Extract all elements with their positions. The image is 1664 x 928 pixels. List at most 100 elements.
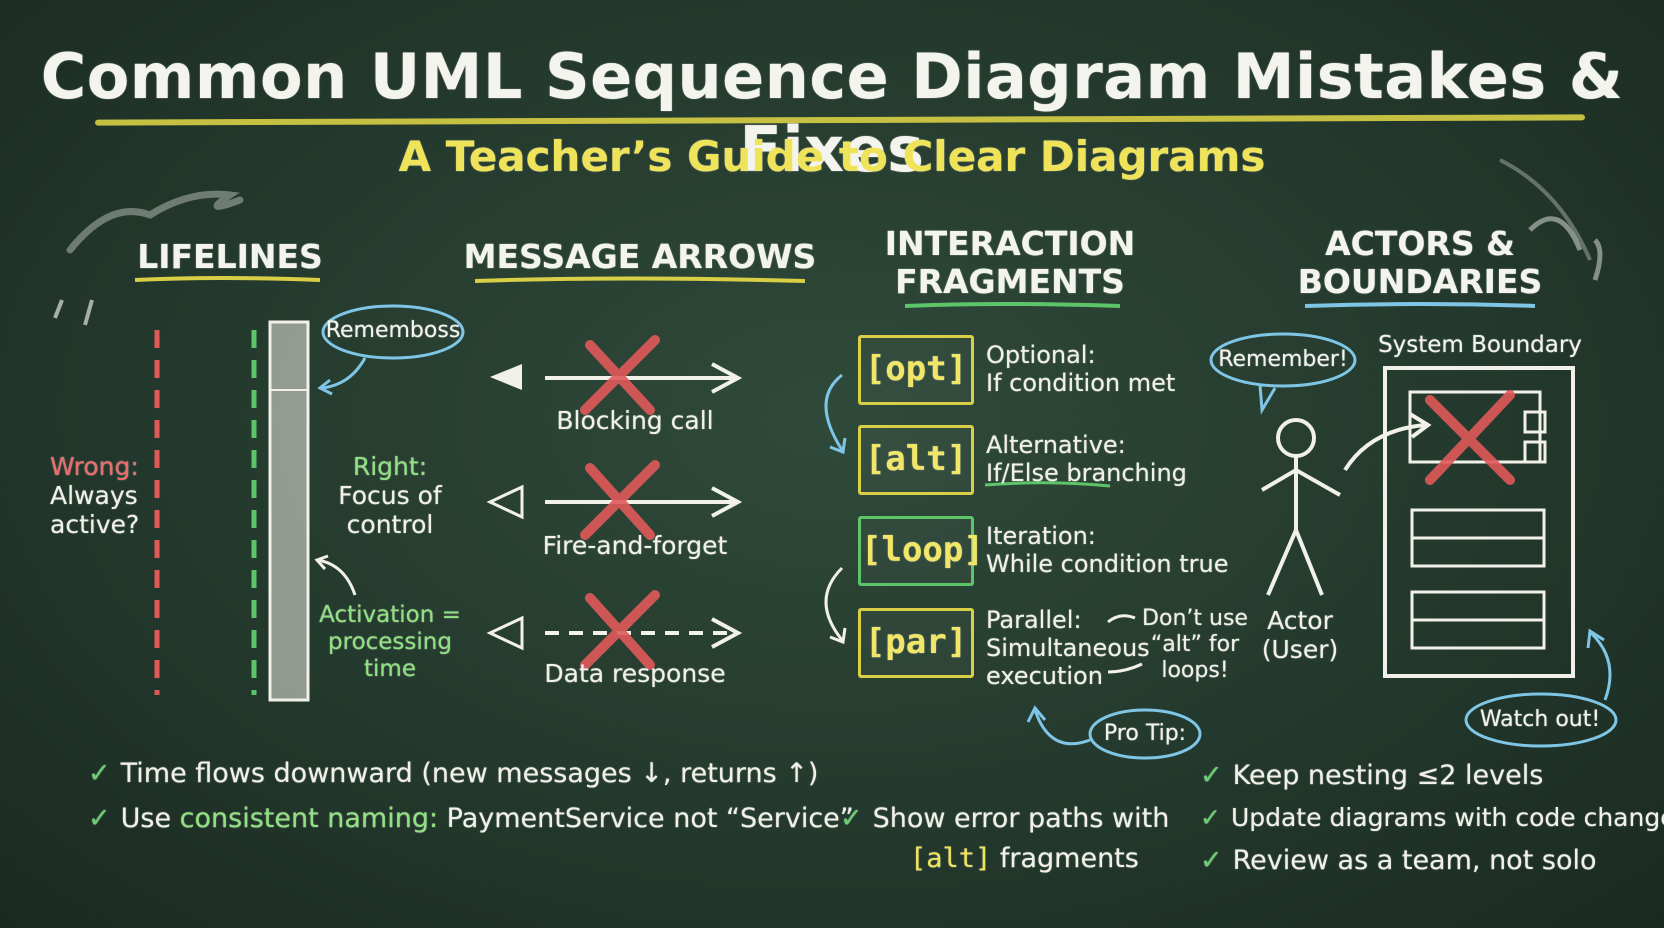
page-subtitle: A Teacher’s Guide to Clear Diagrams [398, 132, 1266, 181]
actor-label-line-2: (User) [1261, 635, 1339, 664]
fragment-alt-line-2: If/Else branching [986, 459, 1187, 487]
fragment-loop-tag: [loop] [858, 516, 984, 586]
actors-heading-line-2: BOUNDARIES [1297, 262, 1543, 301]
tip-naming-prefix: Use [120, 803, 180, 834]
system-boundary-label: System Boundary [1378, 332, 1582, 358]
fragment-loop-line-1: Iteration: [986, 522, 1096, 550]
lifelines-underline [134, 276, 321, 282]
rememboss-bubble-outline [321, 304, 465, 360]
tip-time-flows: ✓ Time flows downward (new messages ↓, re… [88, 758, 818, 789]
fragment-alt-tag: [alt] [858, 425, 974, 495]
pro-tip-arrow [1033, 709, 1091, 746]
alt-loop-note-line-2: “alt” for [1150, 632, 1240, 657]
dashed-return-arrow-icon [486, 615, 524, 651]
activation-label-line-2: processing [328, 629, 452, 655]
lifelines-heading: LIFELINES [137, 237, 323, 276]
data-response-label: Data response [544, 659, 726, 688]
fragment-par-line-2: Simultaneous [986, 634, 1150, 662]
tip-naming-suffix: PaymentService not “Service” [438, 803, 854, 834]
message-arrows-heading: MESSAGE ARROWS [463, 237, 817, 276]
watch-out-arrow [1588, 630, 1612, 701]
fire-and-forget-cross [580, 460, 660, 540]
right-text-line-2: control [346, 510, 434, 539]
activation-label-line-3: time [364, 656, 416, 682]
blocking-call-cross [580, 335, 660, 415]
alt-desc-underline [984, 481, 1111, 488]
check-icon: ✓ [88, 803, 111, 834]
right-label: Right: [352, 452, 428, 481]
loop-to-par-arrow [824, 566, 844, 641]
actor-arms [1260, 467, 1341, 497]
fragment-loop-line-2: While condition true [986, 550, 1229, 578]
wrong-text-line-2: active? [50, 510, 140, 539]
tip-error-paths: ✓ Show error paths with [840, 803, 1169, 834]
note-arrow-bottom [1107, 662, 1143, 674]
rememboss-bubble: Rememboss [325, 318, 461, 343]
fragment-opt-tag: [opt] [858, 335, 974, 405]
tip-consistent-naming: ✓ Use consistent naming: PaymentService n… [88, 803, 854, 834]
watch-out-bubble: Watch out! [1479, 707, 1601, 732]
tip-update-text: Update diagrams with code changes [1230, 803, 1664, 832]
blocking-call-label: Blocking call [556, 406, 714, 435]
alt-loop-note-line-3: loops! [1161, 658, 1229, 683]
watch-out-bubble-outline [1464, 692, 1618, 748]
check-icon: ✓ [840, 803, 863, 834]
actor-legs [1266, 524, 1324, 596]
open-arrowhead-icon [486, 484, 524, 520]
tip-time-flows-text: Time flows downward (new messages ↓, ret… [120, 758, 819, 789]
tip-update-diagrams: ✓ Update diagrams with code changes [1200, 803, 1664, 832]
check-icon: ✓ [1200, 803, 1221, 832]
check-icon: ✓ [88, 758, 111, 789]
fragment-par-tag: [par] [858, 608, 974, 678]
fire-and-forget-label: Fire-and-forget [542, 531, 728, 560]
chalk-scribble-right-2 [1528, 216, 1603, 281]
activation-label-line-1: Activation = [319, 602, 461, 628]
alt-tag-inline: [alt] [910, 843, 992, 874]
actor-to-system-arrow [1343, 423, 1426, 472]
boundary-cross [1425, 390, 1515, 485]
data-response-cross [580, 590, 660, 670]
fragments-heading-line-1: INTERACTION [884, 224, 1136, 263]
remember-bubble: Remember! [1218, 347, 1348, 372]
actors-underline [1304, 302, 1536, 308]
activation-bar [268, 320, 310, 702]
check-icon: ✓ [1200, 760, 1223, 791]
opt-to-alt-arrow [824, 373, 844, 451]
tip-nesting: ✓ Keep nesting ≤2 levels [1200, 760, 1543, 791]
activation-pointer-arrow [317, 558, 357, 596]
bubble-pointer-arrow [321, 357, 367, 390]
chalk-ticks [53, 299, 94, 326]
pro-tip-bubble: Pro Tip: [1103, 721, 1187, 746]
fragment-par-line-1: Parallel: [986, 606, 1082, 634]
check-icon: ✓ [1200, 845, 1223, 876]
tip-review-text: Review as a team, not solo [1232, 845, 1597, 876]
fragment-opt-line-1: Optional: [986, 341, 1096, 369]
tip-review-team: ✓ Review as a team, not solo [1200, 845, 1596, 876]
fragment-par-line-3: execution [986, 662, 1103, 690]
chalk-scribble-left [66, 190, 244, 254]
pro-tip-bubble-outline [1088, 708, 1202, 760]
tip-error-paths-text: Show error paths with [872, 803, 1170, 834]
fragment-opt-line-2: If condition met [986, 369, 1176, 397]
tip-error-paths-line-2: [alt] fragments [910, 843, 1139, 874]
message-arrows-underline [474, 276, 806, 283]
fragments-heading-line-2: FRAGMENTS [895, 262, 1125, 301]
tip-nesting-text: Keep nesting ≤2 levels [1232, 760, 1544, 791]
wrong-label: Wrong: [50, 452, 139, 481]
boundary-component-top [1408, 390, 1542, 464]
system-boundary-box [1383, 366, 1575, 678]
tip-naming-highlight: consistent naming: [179, 803, 439, 834]
filled-arrowhead-icon [490, 364, 522, 390]
tip-error-paths-suffix: fragments [991, 843, 1139, 874]
actor-head [1276, 418, 1316, 458]
fragments-underline [904, 302, 1121, 308]
page-title: Common UML Sequence Diagram Mistakes & F… [40, 40, 1624, 186]
note-arrow-top [1107, 614, 1136, 624]
chalk-scribble-right [1499, 158, 1592, 261]
fragment-alt-line-1: Alternative: [986, 431, 1126, 459]
right-text-line-1: Focus of [338, 481, 442, 510]
remember-bubble-outline [1209, 332, 1357, 388]
actors-heading-line-1: ACTORS & [1325, 224, 1515, 263]
wrong-text-line-1: Always [50, 481, 138, 510]
